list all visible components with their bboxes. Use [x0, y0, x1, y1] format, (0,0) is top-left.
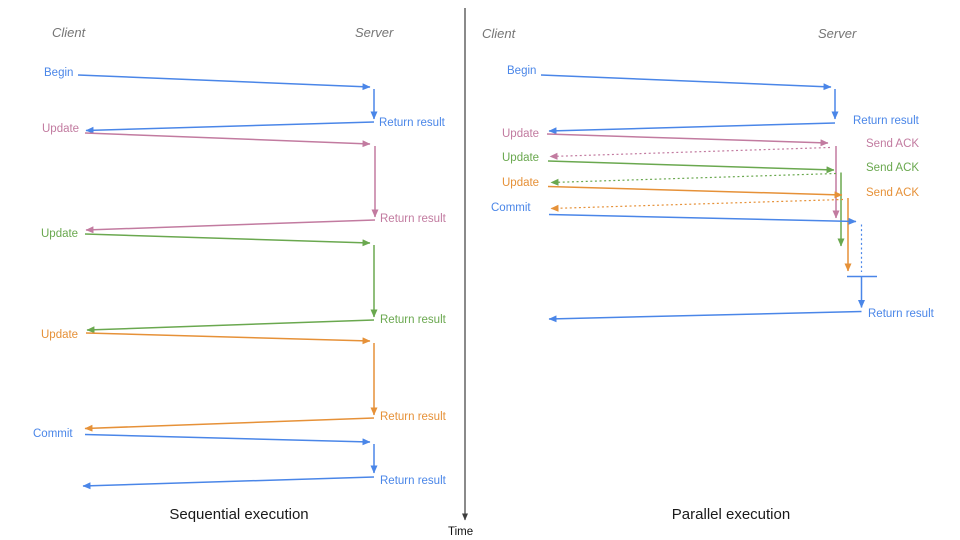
seq-begin-result-label: Return result	[379, 117, 445, 129]
par-commit-return-line	[548, 310, 862, 323]
par-server-header: Server	[818, 26, 857, 41]
par-begin-label: Begin	[507, 64, 537, 77]
seq-begin-label: Begin	[44, 67, 74, 79]
par-update2-label: Update	[502, 152, 540, 164]
par-begin-result-label: Return result	[853, 114, 919, 127]
seq-update1-label: Update	[42, 122, 80, 135]
time-axis-label: Time	[448, 526, 474, 538]
par-update3-request-line	[547, 185, 843, 199]
par-commit-request-line	[548, 213, 857, 225]
par-update1-request-line	[546, 133, 829, 147]
seq-update3-request-line	[85, 332, 371, 345]
par-update2-request-line	[547, 160, 835, 174]
seq-update1-result-label: Return result	[380, 212, 446, 225]
par-update1-label: Update	[502, 127, 540, 140]
seq-client-header: Client	[52, 25, 86, 40]
seq-update3-label: Update	[41, 328, 79, 341]
seq-server-header: Server	[355, 25, 394, 40]
seq-begin-return-line	[85, 121, 375, 134]
seq-update3-result-label: Return result	[380, 410, 446, 423]
par-begin-return-line	[548, 122, 836, 135]
seq-begin-request-line	[77, 74, 371, 91]
seq-update1-request-line	[84, 132, 371, 148]
par-commit-result-label: Return result	[868, 307, 934, 320]
par-update3-ack-dotted-line	[550, 198, 844, 212]
par-client-header: Client	[482, 26, 516, 41]
seq-commit-return-line	[82, 476, 375, 490]
par-update1-ack-dotted-line	[549, 146, 831, 160]
par-update1-ack-label: Send ACK	[866, 137, 920, 150]
par-commit-label: Commit	[491, 201, 531, 214]
seq-commit-result-label: Return result	[380, 474, 446, 487]
seq-update3-return-line	[84, 417, 375, 432]
par-begin-request-line	[540, 74, 832, 91]
seq-update2-label: Update	[41, 228, 79, 240]
seq-update1-return-line	[85, 219, 376, 234]
par-caption: Parallel execution	[671, 505, 791, 523]
seq-update2-result-label: Return result	[380, 314, 446, 326]
seq-commit-request-line	[84, 433, 371, 446]
par-update3-label: Update	[502, 176, 540, 189]
seq-commit-label: Commit	[33, 427, 73, 440]
par-update2-ack-dotted-line	[550, 172, 837, 186]
seq-caption: Sequential execution	[169, 505, 309, 523]
par-update3-ack-label: Send ACK	[866, 186, 920, 199]
seq-update2-request-line	[84, 233, 371, 247]
par-update2-ack-label: Send ACK	[866, 161, 920, 174]
seq-update2-return-line	[86, 319, 375, 334]
